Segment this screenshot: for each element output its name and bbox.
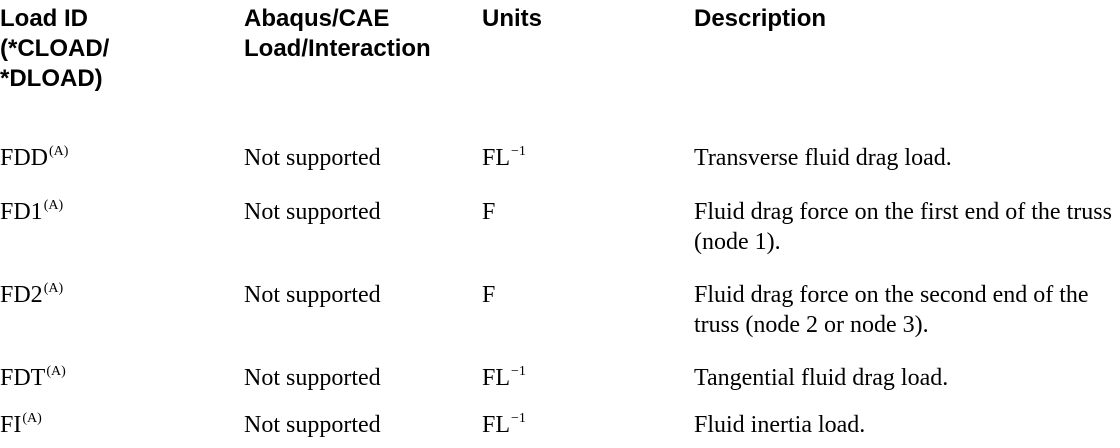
load-id-superscript: (A) bbox=[46, 364, 66, 379]
header-description: Description bbox=[694, 5, 827, 32]
header-units: Units bbox=[482, 5, 542, 32]
unit-superscript: −1 bbox=[511, 144, 526, 159]
load-id-superscript: (A) bbox=[49, 144, 69, 159]
cae-support: Not supported bbox=[244, 282, 381, 308]
load-id-cell: FDD(A) bbox=[0, 143, 68, 177]
units-cell: F bbox=[482, 197, 496, 231]
unit: FL bbox=[482, 412, 511, 438]
load-id-superscript: (A) bbox=[43, 281, 64, 296]
units-cell: FL−1 bbox=[482, 363, 526, 397]
unit-superscript: −1 bbox=[511, 364, 526, 379]
load-id: FD1 bbox=[0, 199, 43, 225]
load-id: FI bbox=[0, 412, 22, 438]
header-load-id: Load ID (*CLOAD/ *DLOAD) bbox=[0, 5, 110, 92]
cae-support: Not supported bbox=[244, 412, 381, 438]
load-id-cell: FD2(A) bbox=[0, 280, 63, 314]
units-cell: F bbox=[482, 280, 496, 314]
header-cae: Abaqus/CAE Load/Interaction bbox=[244, 5, 431, 62]
cae-support: Not supported bbox=[244, 199, 381, 225]
units-cell: FL−1 bbox=[482, 410, 526, 444]
load-id: FDD bbox=[0, 145, 49, 171]
description: Fluid drag force on the first end of the… bbox=[694, 199, 1112, 255]
load-id-cell: FI(A) bbox=[0, 410, 42, 444]
cae-support: Not supported bbox=[244, 145, 381, 171]
units-cell: FL−1 bbox=[482, 143, 526, 177]
cae-support: Not supported bbox=[244, 365, 381, 391]
unit: FL bbox=[482, 365, 511, 391]
description: Transverse fluid drag load. bbox=[694, 145, 952, 171]
load-id-superscript: (A) bbox=[22, 411, 42, 426]
load-id: FDT bbox=[0, 365, 46, 391]
unit: F bbox=[482, 199, 496, 225]
unit: FL bbox=[482, 145, 511, 171]
description: Fluid drag force on the second end of th… bbox=[694, 282, 1089, 338]
unit: F bbox=[482, 282, 496, 308]
load-id-cell: FDT(A) bbox=[0, 363, 66, 397]
load-id-cell: FD1(A) bbox=[0, 197, 63, 231]
load-id: FD2 bbox=[0, 282, 43, 308]
load-id-superscript: (A) bbox=[43, 198, 64, 213]
unit-superscript: −1 bbox=[511, 411, 526, 426]
description: Fluid inertia load. bbox=[694, 412, 866, 438]
description: Tangential fluid drag load. bbox=[694, 365, 949, 391]
